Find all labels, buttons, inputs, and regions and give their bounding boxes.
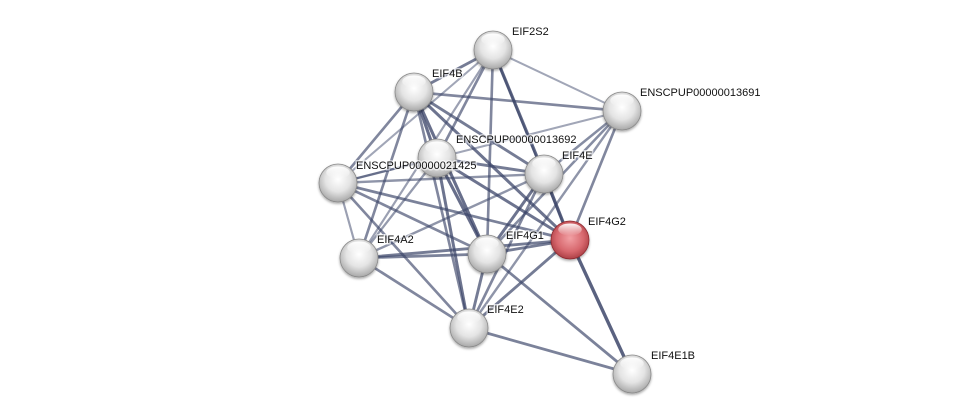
node-label: EIF4G1 [506,230,544,242]
edge-eif4b-eif4a2[interactable] [357,90,416,260]
edge-eif4b-enscpup00000013691[interactable] [412,90,624,113]
node-highlight [532,157,556,170]
node-enscpup00000013691[interactable]: ENSCPUP00000013691 [602,86,762,131]
node-eif4g2[interactable]: EIF4G2 [550,215,627,260]
edge-eif2s2-enscpup00000013692[interactable] [435,48,495,160]
edge-enscpup00000013692-eif4e2[interactable] [435,156,471,330]
node-highlight [620,357,644,370]
node-highlight [481,33,505,46]
edge-enscpup00000021425-eif4g2[interactable] [336,181,572,242]
edge-eif4g2-eif4a2[interactable] [357,238,572,260]
node-highlight [610,94,634,107]
edge-eif2s2-enscpup00000021425[interactable] [336,48,495,185]
node-label: EIF4E2 [487,304,524,316]
edge-eif4e2-eif4e1b[interactable] [467,326,634,376]
node-label: EIF4A2 [377,234,414,246]
node-eif4e1b[interactable]: EIF4E1B [612,349,697,394]
edge-enscpup00000013692-eif4a2[interactable] [357,156,439,260]
edge-enscpup00000013692-eif4g2[interactable] [435,156,572,242]
edge-enscpup00000013691-eif4g2[interactable] [568,109,624,242]
edge-eif4b-eif4e[interactable] [412,90,546,176]
node-highlight [326,166,350,179]
node-eif4b[interactable]: EIF4B [394,67,464,112]
node-label: ENSCPUP00000013692 [456,134,576,146]
node-enscpup00000013692[interactable]: ENSCPUP00000013692 [417,133,578,178]
edge-eif2s2-enscpup00000013691[interactable] [491,48,624,113]
node-label: ENSCPUP00000013691 [640,87,760,99]
node-eif4e[interactable]: EIF4E [524,149,594,194]
edge-eif4b-enscpup00000021425[interactable] [336,90,416,185]
node-eif4a2[interactable]: EIF4A2 [339,233,415,278]
node-eif4e2[interactable]: EIF4E2 [449,303,525,348]
node-label: ENSCPUP00000021425 [356,160,476,172]
edge-eif2s2-eif4g1[interactable] [485,48,495,256]
node-highlight [425,141,449,154]
edge-eif4g2-eif4e2[interactable] [467,238,572,330]
edge-eif4g1-eif4e1b[interactable] [485,252,634,376]
edge-eif4a2-eif4e2[interactable] [357,256,471,330]
edge-eif4e-eif4a2[interactable] [357,172,546,260]
edge-eif4a2-eif4g1[interactable] [357,252,489,260]
edge-enscpup00000013691-eif4e2[interactable] [467,109,624,330]
edge-enscpup00000021425-eif4g1[interactable] [336,181,489,256]
node-highlight [457,311,481,324]
node-highlight [475,237,499,250]
node-eif4g1[interactable]: EIF4G1 [467,229,545,274]
node-label: EIF2S2 [512,26,549,38]
node-highlight [558,223,582,236]
node-label: EIF4G2 [588,216,626,228]
edge-eif4b-eif4g1[interactable] [412,90,489,256]
edge-enscpup00000021425-eif4e[interactable] [336,172,546,185]
edge-eif4g2-eif4e1b[interactable] [568,238,634,376]
node-label: EIF4E [562,150,593,162]
node-highlight [402,75,426,88]
node-eif2s2[interactable]: EIF2S2 [473,25,550,70]
node-enscpup00000021425[interactable]: ENSCPUP00000021425 [318,159,478,203]
node-highlight [347,241,371,254]
node-label: EIF4B [432,68,463,80]
node-label: EIF4E1B [651,350,695,362]
edge-eif4b-eif4e2[interactable] [412,90,471,330]
